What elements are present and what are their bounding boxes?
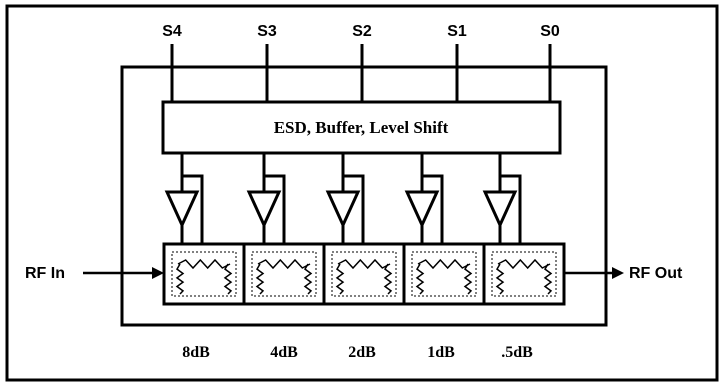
control-inputs: S4 S3 S2 S1 S0 xyxy=(162,23,560,102)
series-resistor-icon xyxy=(417,258,471,270)
logic-block xyxy=(161,100,562,155)
attenuator-cell-inner xyxy=(411,251,477,297)
attenuator-cell-inner xyxy=(491,251,557,297)
control-label-s1: S1 xyxy=(447,23,467,40)
complement-control-line xyxy=(264,174,286,244)
control-label-s0: S0 xyxy=(540,23,560,40)
driver-stages xyxy=(164,153,522,244)
figure-border xyxy=(5,4,719,382)
step-label-4db: 4dB xyxy=(270,344,298,361)
attenuator-cells xyxy=(162,242,566,306)
attenuator-cell xyxy=(402,242,486,306)
rf-in-arrowhead xyxy=(152,267,164,279)
shunt-resistor-icon xyxy=(383,263,393,295)
logic-block-label: ESD, Buffer, Level Shift xyxy=(274,118,449,137)
complement-control-line xyxy=(500,174,522,244)
attenuation-step-labels: 8dB 4dB 2dB 1dB .5dB xyxy=(182,344,533,361)
attenuator-cell xyxy=(322,242,406,306)
rf-out-label: RF Out xyxy=(629,265,683,282)
control-label-s3: S3 xyxy=(257,23,277,40)
buffer-triangle-icon xyxy=(482,190,518,229)
shunt-resistor-icon xyxy=(303,263,313,295)
attenuator-cell-inner xyxy=(171,251,237,297)
series-resistor-icon xyxy=(337,258,391,270)
complement-control-line xyxy=(182,174,204,244)
control-label-s2: S2 xyxy=(352,23,372,40)
attenuator-cell xyxy=(482,242,566,306)
series-resistor-icon xyxy=(177,258,231,270)
attenuator-cell xyxy=(242,242,326,306)
buffer-triangle-icon xyxy=(164,190,200,229)
control-label-s4: S4 xyxy=(162,23,182,40)
shunt-resistor-icon xyxy=(255,263,265,295)
shunt-resistor-icon xyxy=(415,263,425,295)
rf-in-label: RF In xyxy=(25,265,65,282)
attenuator-cell-inner xyxy=(331,251,397,297)
step-label-8db: 8dB xyxy=(182,344,210,361)
shunt-resistor-icon xyxy=(495,263,505,295)
step-label-1db: 1dB xyxy=(427,344,455,361)
attenuator-cell-inner xyxy=(251,251,317,297)
buffer-triangle-icon xyxy=(325,190,361,229)
complement-control-line xyxy=(422,174,444,244)
complement-control-line xyxy=(343,174,365,244)
series-resistor-icon xyxy=(257,258,311,270)
shunt-resistor-icon xyxy=(463,263,473,295)
buffer-triangle-icon xyxy=(404,190,440,229)
chip-outline xyxy=(120,65,608,327)
series-resistor-icon xyxy=(497,258,551,270)
attenuator-cell xyxy=(162,242,246,306)
shunt-resistor-icon xyxy=(223,263,233,295)
shunt-resistor-icon xyxy=(335,263,345,295)
buffer-triangle-icon xyxy=(246,190,282,229)
step-label-half-db: .5dB xyxy=(501,344,533,361)
shunt-resistor-icon xyxy=(543,263,553,295)
step-label-2db: 2dB xyxy=(348,344,376,361)
shunt-resistor-icon xyxy=(175,263,185,295)
rf-out-arrowhead xyxy=(612,267,624,279)
